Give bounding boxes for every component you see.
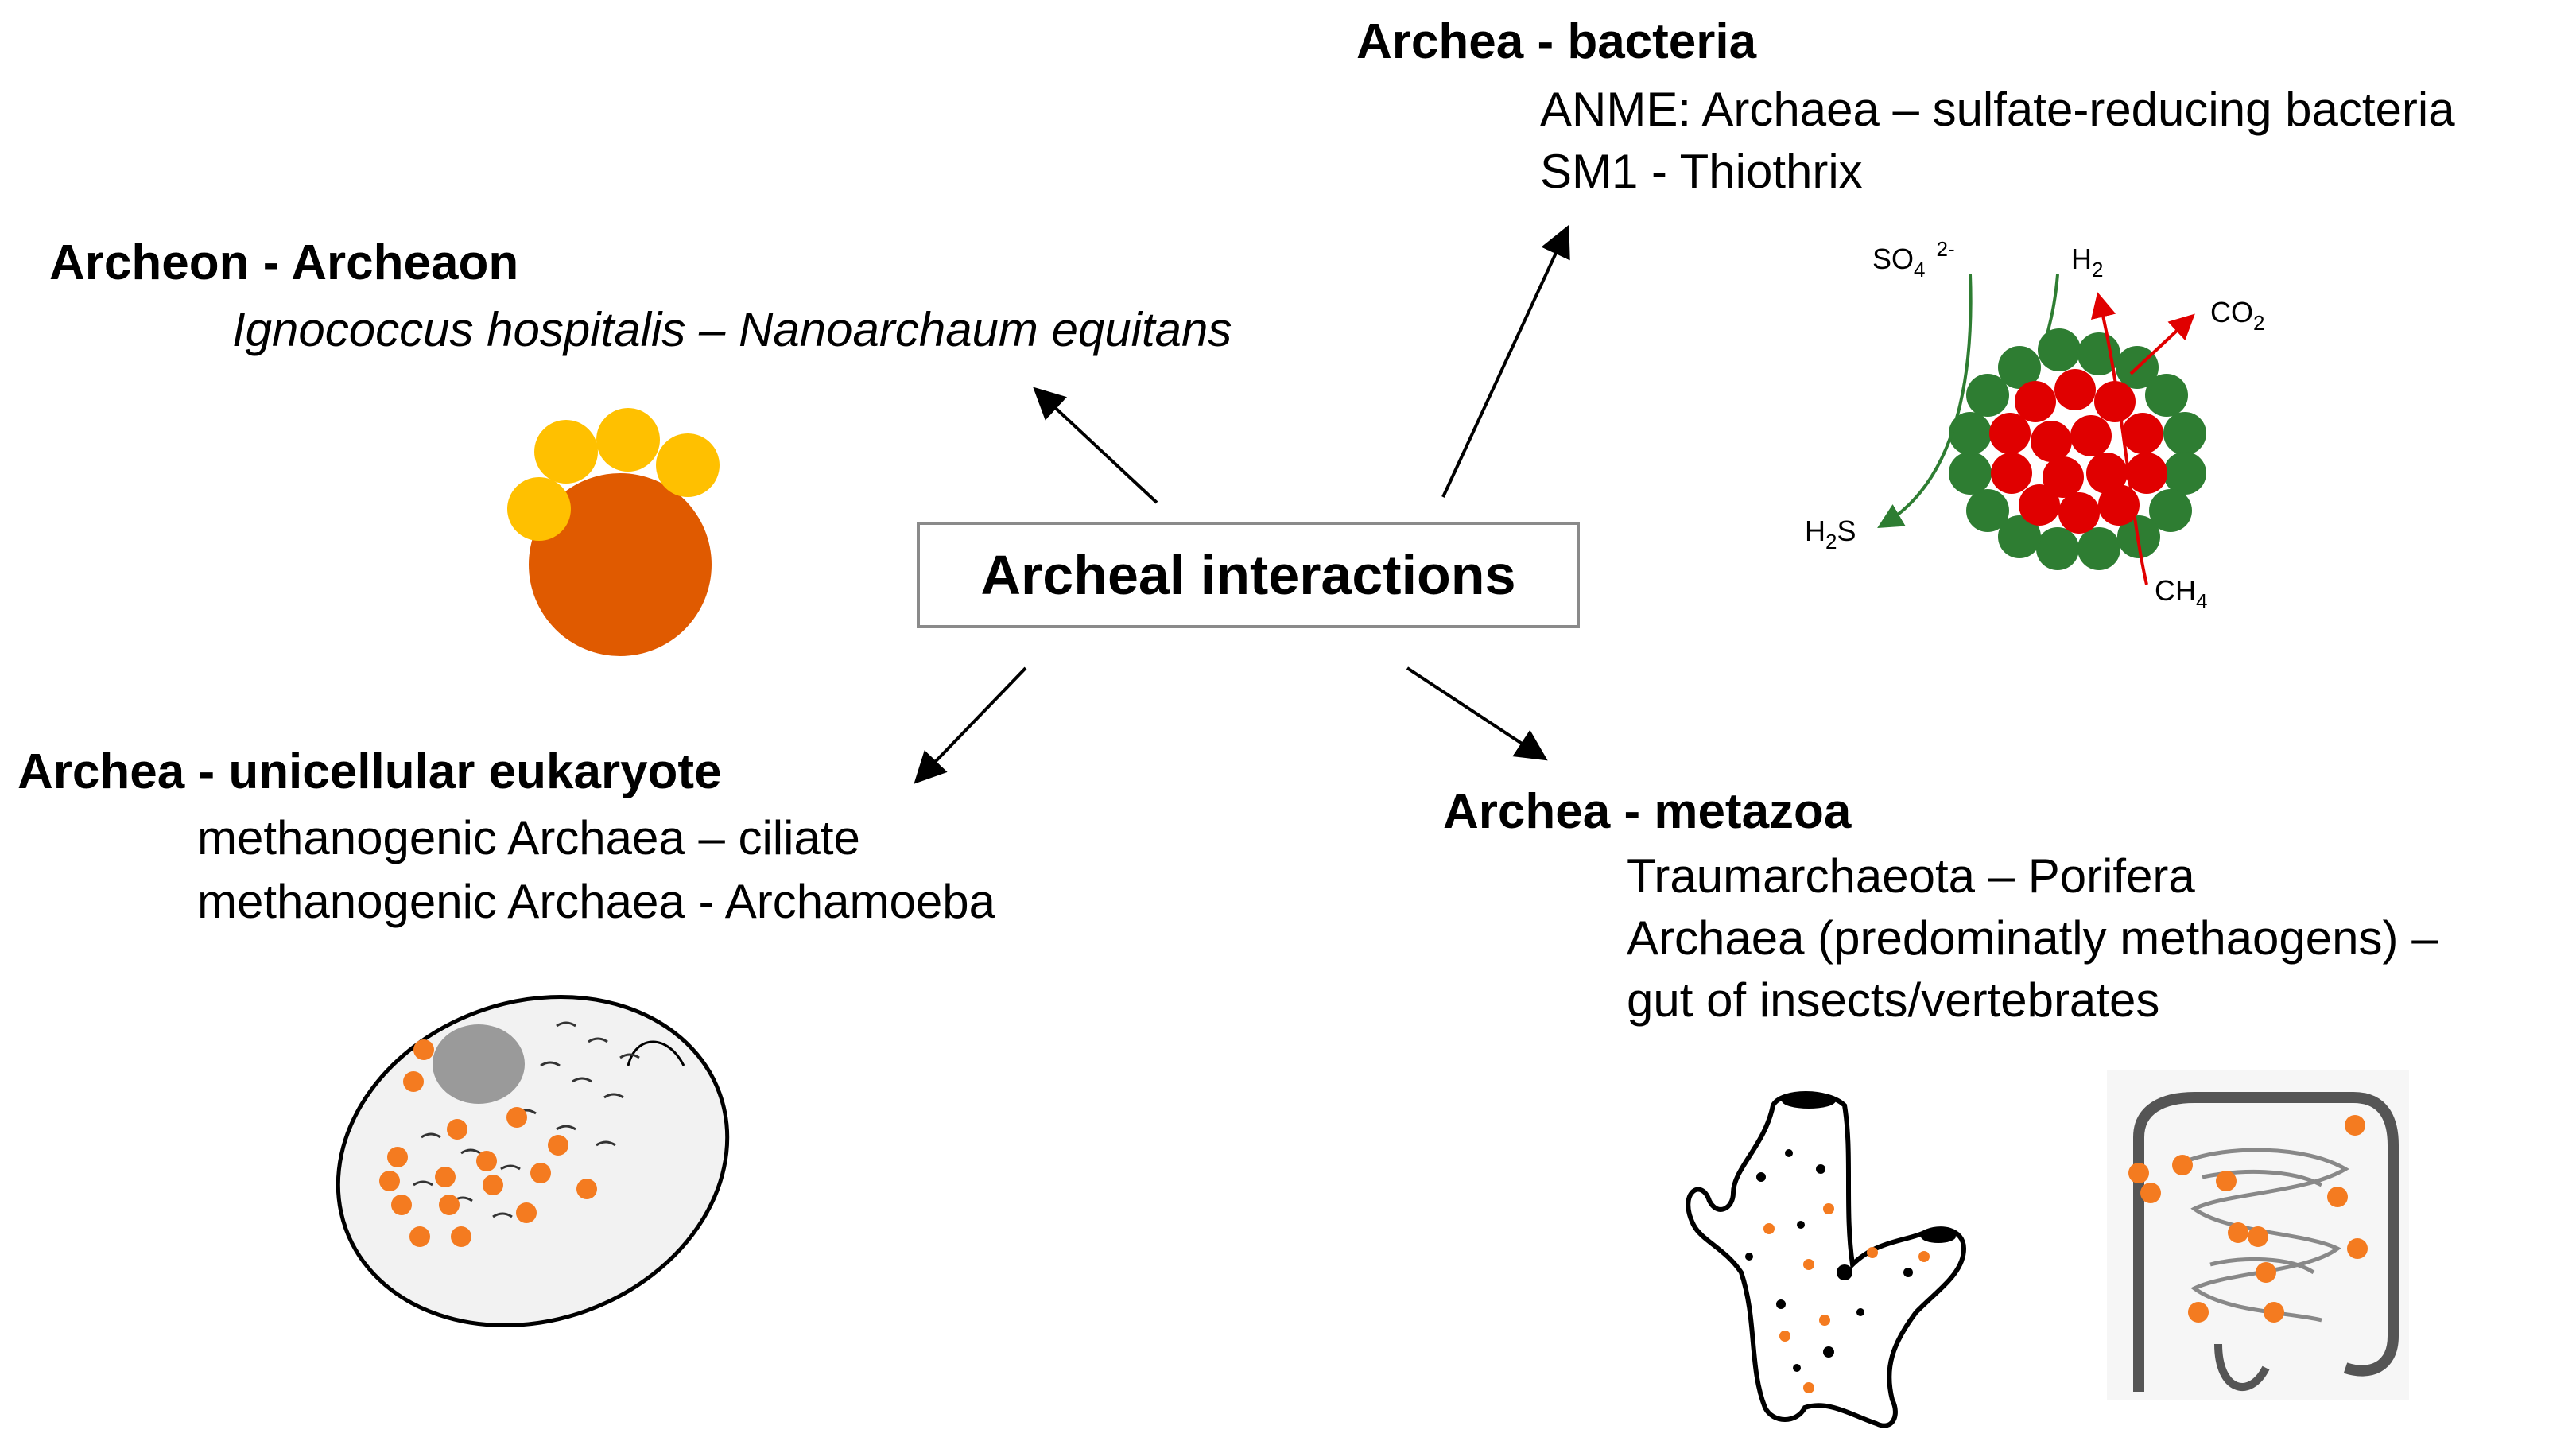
archeon-heading: Archeon - Archeaon <box>49 235 519 290</box>
archeon-pair: Ignococcus hospitalis – Nanoarchaum equi… <box>232 303 1232 356</box>
svg-text:CH4: CH4 <box>2155 574 2207 613</box>
bacteria-line-anme: ANME: Archaea – sulfate-reducing bacteri… <box>1540 83 2455 136</box>
metazoa-line-porifera: Traumarchaeota – Porifera <box>1627 849 2195 903</box>
intestine-illustration <box>2107 1070 2409 1400</box>
svg-text:H2S: H2S <box>1805 515 1856 554</box>
center-label: Archeal interactions <box>917 522 1580 628</box>
svg-text:H2: H2 <box>2071 243 2103 282</box>
sponge-illustration <box>1686 1091 1967 1428</box>
ciliate-illustration <box>336 995 730 1327</box>
bacteria-line-sm1: SM1 - Thiothrix <box>1540 145 1863 198</box>
ignococcus-illustration <box>507 408 720 656</box>
metazoa-line-methanogens: Archaea (predominatly methaogens) – <box>1627 911 2438 965</box>
metazoa-line-gut: gut of insects/vertebrates <box>1627 973 2160 1027</box>
arrow-icon <box>914 224 1570 784</box>
svg-text:CO2: CO2 <box>2210 296 2264 335</box>
bacteria-heading: Archea - bacteria <box>1356 14 1757 69</box>
svg-text:SO42-: SO42- <box>1872 237 1955 282</box>
metazoa-heading: Archea - metazoa <box>1443 784 1852 839</box>
eukaryote-line-archamoeba: methanogenic Archaea - Archamoeba <box>197 875 995 928</box>
eukaryote-line-ciliate: methanogenic Archaea – ciliate <box>197 811 860 864</box>
anme-consortium-illustration: SO42- H2 CO2 H2S CH4 <box>1805 237 2264 613</box>
eukaryote-heading: Archea - unicellular eukaryote <box>17 744 722 799</box>
